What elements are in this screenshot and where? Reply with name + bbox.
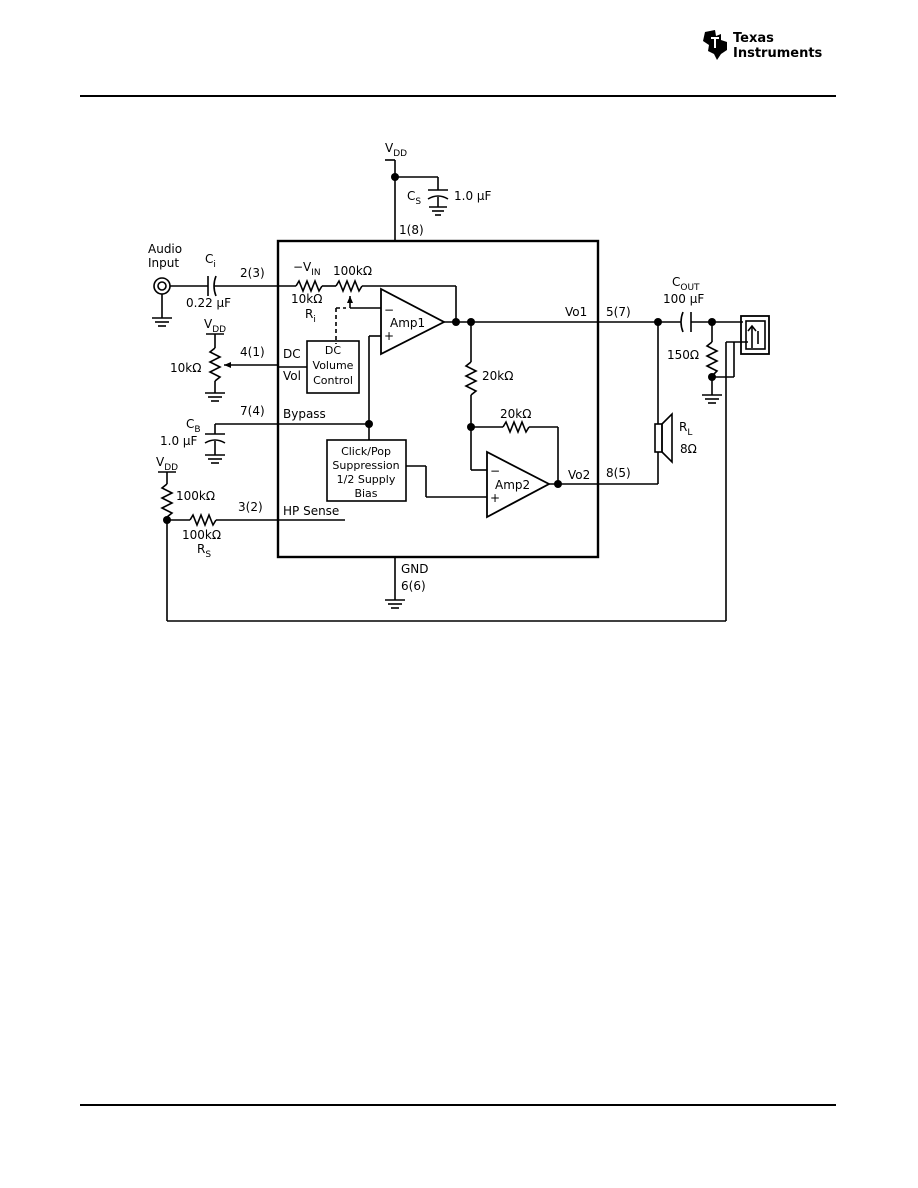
- audio-input-label-2: Input: [148, 256, 179, 270]
- rs-label: RS: [197, 542, 211, 560]
- junction-r-mid-top: [467, 318, 475, 326]
- ti-logo: Texas Instruments: [703, 30, 823, 61]
- pin-vol: 4(1): [240, 345, 265, 359]
- amp2-minus: −: [490, 464, 500, 478]
- amp1-plus: +: [384, 329, 394, 343]
- rl-value: 8Ω: [680, 442, 697, 456]
- ri-label: Ri: [305, 307, 316, 325]
- hp-sense-label: HP Sense: [283, 504, 339, 518]
- amp1-label: Amp1: [390, 316, 425, 330]
- amp2-label: Amp2: [495, 478, 530, 492]
- vo2-label: Vo2: [568, 468, 590, 482]
- click-box-line2: Suppression: [332, 459, 399, 472]
- junction-bypass: [365, 420, 373, 428]
- dc-box-line1: DC: [325, 344, 341, 357]
- pin-in: 2(3): [240, 266, 265, 280]
- ri-value: 10kΩ: [291, 292, 322, 306]
- bypass-label: Bypass: [283, 407, 326, 421]
- fb-value: 100kΩ: [333, 264, 372, 278]
- junction-amp1-out: [452, 318, 460, 326]
- pin-gnd: 6(6): [401, 579, 426, 593]
- vo1-label: Vo1: [565, 305, 587, 319]
- pot-value: 10kΩ: [170, 361, 201, 375]
- dc-box-line3: Control: [313, 374, 353, 387]
- ci-label: Ci: [205, 252, 216, 270]
- junction-amp2-out: [554, 480, 562, 488]
- r-fb2-resistor: [502, 419, 530, 435]
- header-rule: [80, 95, 836, 97]
- amp1-triangle: [380, 287, 446, 356]
- logo-line2: Instruments: [733, 46, 823, 61]
- headphone-jack-inner: [745, 320, 766, 350]
- cb-value: 1.0 µF: [160, 434, 198, 448]
- audio-jack-inner: [157, 281, 167, 291]
- footer-rule: [80, 1104, 836, 1106]
- cb-plate2: [204, 439, 226, 444]
- r-hp-pull-value: 100kΩ: [176, 489, 215, 503]
- audio-jack-outer: [153, 277, 171, 295]
- junction-cout: [708, 318, 716, 326]
- ci-value: 0.22 µF: [186, 296, 231, 310]
- r-mid-value: 20kΩ: [482, 369, 513, 383]
- junction-hp-sense: [163, 516, 171, 524]
- pot-wiper-arrow: [347, 296, 353, 303]
- rl-label: RL: [679, 420, 692, 438]
- junction-vdd: [391, 173, 399, 181]
- vol-pot: [208, 347, 222, 382]
- vol-wiper-arrow: [224, 362, 231, 368]
- ic-outline: [276, 239, 600, 559]
- cout-value: 100 µF: [663, 292, 704, 306]
- amp1-minus: −: [384, 303, 394, 317]
- vdd-top-label: VDD: [385, 141, 407, 159]
- click-box-line1: Click/Pop: [341, 445, 391, 458]
- audio-input-label-1: Audio: [148, 242, 182, 256]
- junction-vo1: [654, 318, 662, 326]
- vdd-vol-label: VDD: [204, 317, 226, 335]
- vin-label: −VIN: [293, 260, 321, 278]
- cout-label: COUT: [672, 275, 700, 293]
- click-box-line4: Bias: [354, 487, 377, 500]
- amp2-plus: +: [490, 491, 500, 505]
- speaker-cone: [661, 412, 673, 464]
- pin-vo1: 5(7): [606, 305, 631, 319]
- junction-r-mid-bottom: [467, 423, 475, 431]
- pin-vdd: 1(8): [399, 223, 424, 237]
- cs-top-plate2: [427, 195, 449, 200]
- dc-box-line2: Volume: [313, 359, 354, 372]
- headphone-jack: [740, 315, 770, 355]
- dc-pin-label: DC: [283, 347, 301, 361]
- r-mid-resistor: [464, 361, 478, 396]
- cout-plate1: [680, 311, 684, 333]
- r150-value: 150Ω: [667, 348, 699, 362]
- rs-value: 100kΩ: [182, 528, 221, 542]
- rs-resistor: [189, 512, 217, 528]
- pin-hp: 3(2): [238, 500, 263, 514]
- r150-resistor: [705, 341, 719, 377]
- r-fb2-value: 20kΩ: [500, 407, 531, 421]
- ri-resistor: [295, 278, 323, 294]
- vol-pin-label: Vol: [283, 369, 301, 383]
- amp2-triangle: [486, 450, 551, 519]
- gnd-label: GND: [401, 562, 429, 576]
- r-hp-pullup: [160, 483, 174, 518]
- vdd-hp-label: VDD: [156, 455, 178, 473]
- cs-top-label: CS: [407, 189, 421, 207]
- click-pop-box: [326, 439, 407, 502]
- ti-logo-icon: [703, 30, 727, 60]
- speaker-body: [654, 423, 663, 453]
- fb-pot: [335, 278, 363, 294]
- junction-r150: [708, 373, 716, 381]
- cs-top-value: 1.0 µF: [454, 189, 492, 203]
- click-box-line3: 1/2 Supply: [337, 473, 396, 486]
- pin-bypass: 7(4): [240, 404, 265, 418]
- logo-line1: Texas: [733, 31, 774, 46]
- pin-vo2: 8(5): [606, 466, 631, 480]
- cb-label: CB: [186, 417, 201, 435]
